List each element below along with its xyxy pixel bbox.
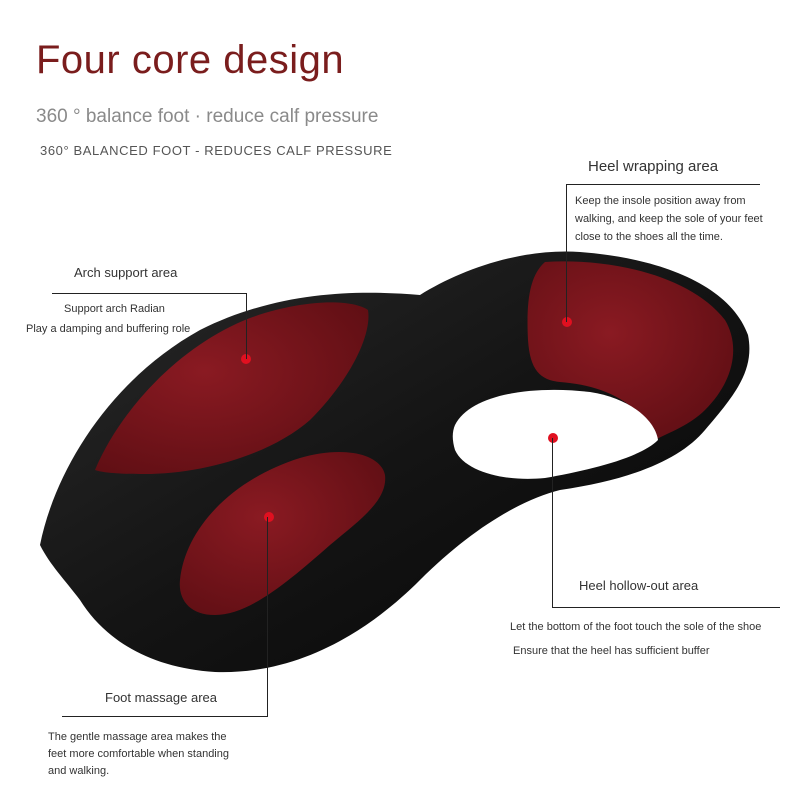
foot-massage-pad [179,451,386,615]
heel-hollow-title: Heel hollow-out area [579,578,699,593]
arch-support-leader-h [52,293,247,294]
heel-wrapping-description: Keep the insole position away from walki… [575,195,763,243]
foot-massage-description: The gentle massage area makes the feet m… [48,731,229,777]
arch-support-title: Arch support area [74,265,178,280]
arch-support-pad [95,302,369,475]
arch-support-leader-v [246,293,247,359]
foot-massage-title: Foot massage area [105,690,218,705]
foot-massage-marker [264,512,274,522]
heel-wrapping-pad [527,261,734,440]
arch-support-description: Support arch Radian [64,303,165,315]
arch-support-description-2: Play a damping and buffering role [26,323,191,335]
heel-wrapping-marker [562,317,572,327]
heel-hollow-leader-h [552,607,780,608]
subtitle: 360 ° balance foot · reduce calf pressur… [36,106,379,127]
heel-hollow-marker [548,433,558,443]
heel-hollow-leader-v [552,438,553,608]
page-title: Four core design [36,38,345,82]
foot-massage-leader-v [267,517,268,717]
foot-massage-leader-h [62,716,268,717]
subtitle-english: 360° BALANCED FOOT - REDUCES CALF PRESSU… [40,143,393,158]
heel-wrapping-title: Heel wrapping area [588,158,719,175]
heel-wrapping-leader-v [566,184,567,322]
arch-support-marker [241,354,251,364]
heel-wrapping-leader-h [566,184,760,185]
heel-hollow-description: Let the bottom of the foot touch the sol… [510,621,762,657]
